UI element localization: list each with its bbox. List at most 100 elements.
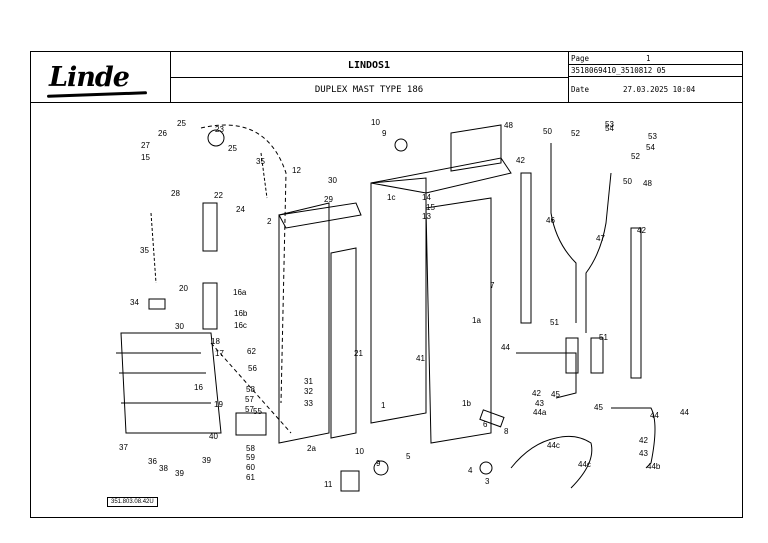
callout-35: 35 [140,246,149,255]
pulley-23 [207,129,225,147]
callout-44: 44 [501,343,510,352]
hydraulic-cylinder-left [520,172,532,324]
callout-54: 54 [646,143,655,152]
callout-44c: 44c [547,441,560,450]
callout-45: 45 [551,390,560,399]
callout-41: 41 [416,354,425,363]
callout-10: 10 [355,447,364,456]
callout-44c: 44c [578,460,591,469]
page-number: 1 [646,54,651,63]
callout-1a: 1a [472,316,481,325]
callout-54: 54 [605,124,614,133]
roller-9-top [394,138,408,152]
document-subtitle: DUPLEX MAST TYPE 186 [314,85,424,95]
callout-39: 39 [202,456,211,465]
callout-46: 46 [546,216,555,225]
callout-16: 16 [194,383,203,392]
callout-42: 42 [639,436,648,445]
callout-4: 4 [468,466,473,475]
callout-50: 50 [623,177,632,186]
callout-57: 57 [245,395,254,404]
callout-8: 8 [504,427,509,436]
logo-cell: Linde [31,52,171,102]
callout-25: 25 [228,144,237,153]
callout-44: 44 [650,411,659,420]
callout-61: 61 [246,473,255,482]
top-bracket [450,124,502,172]
callout-53: 53 [605,120,614,129]
cylinder-6 [479,409,505,428]
callout-30: 30 [175,322,184,331]
callout-47: 47 [596,234,605,243]
callout-36: 36 [148,457,157,466]
valve-block-left [565,337,579,374]
document-title: LINDOS1 [170,52,568,78]
lift-cylinder-upper [202,202,218,252]
callout-28: 28 [171,189,180,198]
callout-3: 3 [485,477,490,486]
valve-block-right [590,337,604,374]
page-label: Page [571,54,590,63]
callout-12: 12 [292,166,301,175]
callout-44a: 44a [533,408,547,417]
callout-42: 42 [516,156,525,165]
callout-43: 43 [535,399,544,408]
callout-1c: 1c [387,193,395,202]
part-number-row: 3518069410_3510812 05 [568,65,742,77]
callout-5: 5 [406,452,411,461]
hose-44-upper [516,352,577,399]
callout-25: 25 [177,119,186,128]
callout-48: 48 [643,179,652,188]
callout-44: 44 [680,408,689,417]
callout-33: 33 [304,399,313,408]
fork-carriage [120,332,222,434]
callout-15: 15 [141,153,150,162]
callout-50: 50 [543,127,552,136]
outer-mast-crossbar [278,202,362,229]
callout-35: 35 [256,157,265,166]
callout-2a: 2a [307,444,316,453]
lift-cylinder-lower [202,282,218,330]
hydraulic-cylinder-right [630,227,642,379]
inner-mast-top [370,157,512,194]
callout-23: 23 [215,125,224,134]
callout-62: 62 [247,347,256,356]
callout-55: 55 [253,407,262,416]
callout-14: 14 [422,193,431,202]
callout-2: 2 [267,217,272,226]
callout-22: 22 [214,191,223,200]
callout-7: 7 [490,281,495,290]
part-numbers: 3518069410_3510812 05 [571,66,666,75]
callout-42: 42 [637,226,646,235]
info-cell: Page 1 3518069410_3510812 05 Date 27.03.… [568,52,742,102]
callout-40: 40 [209,432,218,441]
drawing-number: 351.803.08.42U [107,497,158,507]
callout-20: 20 [179,284,188,293]
valve-block-55 [235,412,267,436]
inner-mast-left [370,177,427,424]
callout-45: 45 [594,403,603,412]
outer-mast-left-rail [278,202,330,444]
callout-48: 48 [504,121,513,130]
callout-52: 52 [571,129,580,138]
callout-51: 51 [550,318,559,327]
callout-31: 31 [304,377,313,386]
callout-16b: 16b [234,309,248,318]
callout-27: 27 [141,141,150,150]
lift-chain-35-top [260,152,268,199]
callout-16c: 16c [234,321,247,330]
callout-9: 9 [382,129,387,138]
callout-43: 43 [639,449,648,458]
callout-21: 21 [354,349,363,358]
callout-51: 51 [599,333,608,342]
callout-16a: 16a [233,288,247,297]
callout-19: 19 [214,400,223,409]
callout-24: 24 [236,205,245,214]
callout-29: 29 [324,195,333,204]
mast-schematic: 11a1b1c22a3456789910101112131415151616a1… [116,118,689,492]
part-callouts: 11a1b1c22a3456789910101112131415151616a1… [119,118,689,489]
callout-17: 17 [215,349,224,358]
roller-9-bottom [373,460,389,476]
callout-52: 52 [631,152,640,161]
outer-mast-right-rail [330,247,357,439]
